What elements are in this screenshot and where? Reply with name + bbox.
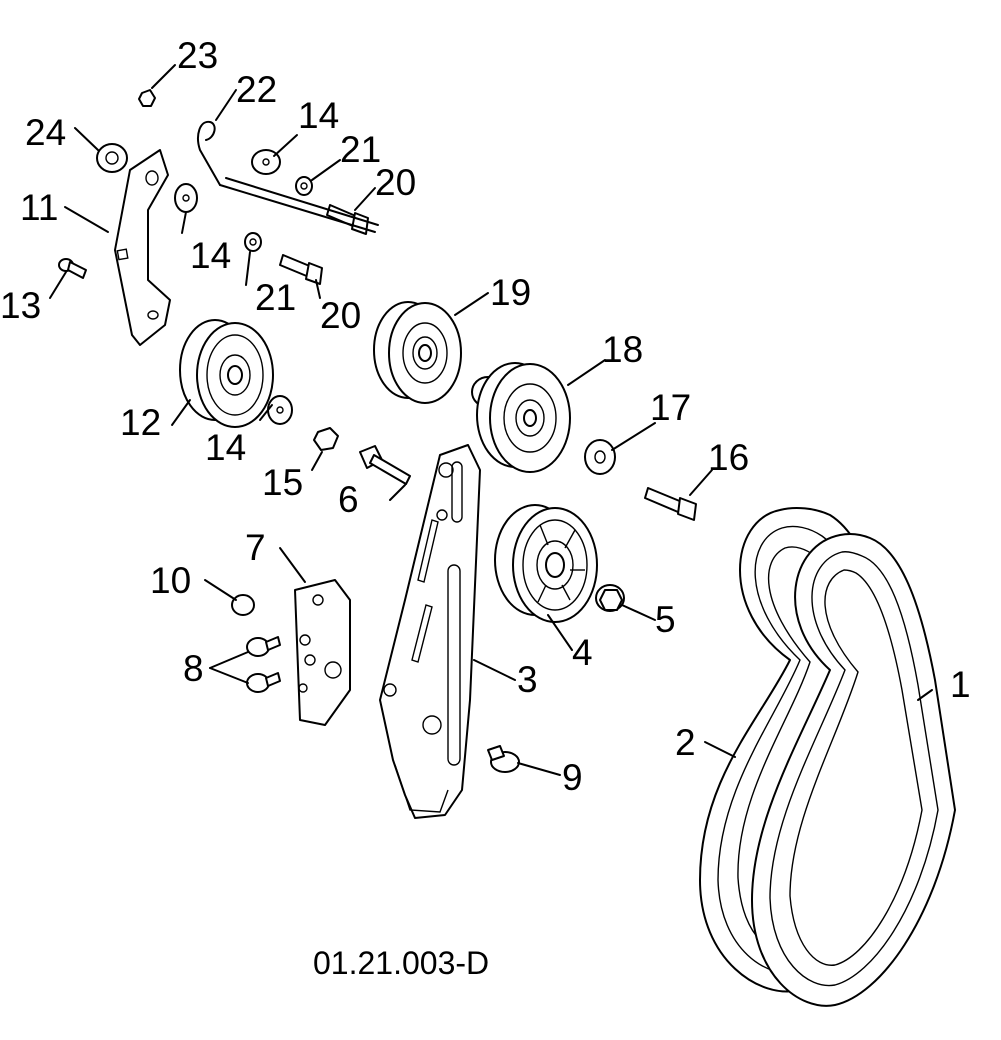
diagram-reference-code: 01.21.003-D [313, 945, 489, 981]
lockwasher-21-lower [244, 232, 262, 252]
spacer-17 [584, 439, 616, 475]
callout-23: 23 [177, 35, 218, 76]
callout-3: 3 [517, 659, 538, 700]
spring-rod-22 [197, 120, 379, 233]
idler-pulley-12 [179, 319, 274, 428]
idler-pulley-4 [494, 504, 598, 623]
nut-5 [595, 584, 625, 612]
callout-2: 2 [675, 722, 696, 763]
callout-19: 19 [490, 272, 531, 313]
callout-20-upper: 20 [375, 162, 416, 203]
washer-24 [96, 143, 128, 173]
idler-pulley-19 [373, 301, 462, 404]
callout-24: 24 [25, 112, 66, 153]
callout-16: 16 [708, 437, 749, 478]
callout-11: 11 [20, 187, 58, 228]
callout-17: 17 [650, 387, 691, 428]
callout-13: 13 [0, 285, 41, 326]
callout-7: 7 [245, 527, 266, 568]
bolt-16 [644, 487, 697, 521]
nut-23 [138, 89, 156, 107]
callout-15: 15 [262, 462, 303, 503]
callout-14-left: 14 [190, 235, 231, 276]
callout-14-lower: 14 [205, 427, 246, 468]
callout-labels: 1 2 3 4 5 6 7 8 9 10 11 12 13 14 14 14 1… [0, 35, 971, 798]
washer-14-lower [267, 395, 293, 425]
callout-5: 5 [655, 599, 676, 640]
callout-20-lower: 20 [320, 295, 361, 336]
callout-21-upper: 21 [340, 129, 381, 170]
callout-12: 12 [120, 402, 161, 443]
washer-14-left [174, 183, 198, 213]
nut-15 [313, 427, 339, 451]
idler-pulley-18 [471, 362, 571, 473]
leader-lines [49, 64, 933, 776]
screws-8 [246, 636, 281, 693]
mounting-plate [294, 579, 351, 726]
callout-9: 9 [562, 757, 583, 798]
idler-bracket [379, 444, 481, 819]
callout-21-lower: 21 [255, 277, 296, 318]
bolt-20-lower [279, 254, 323, 285]
callout-1: 1 [950, 664, 971, 705]
nut-10 [231, 594, 255, 616]
callout-6: 6 [338, 479, 359, 520]
callout-14-upper: 14 [298, 95, 339, 136]
callout-22: 22 [236, 69, 277, 110]
callout-10: 10 [150, 560, 191, 601]
callout-8: 8 [183, 648, 204, 689]
lockwasher-21-upper [295, 176, 313, 196]
arm-bracket [114, 149, 171, 346]
bolt-9 [487, 745, 520, 773]
belt-1 [751, 533, 956, 1007]
bolt-13 [58, 258, 87, 279]
bolt-6 [359, 445, 411, 485]
callout-18: 18 [602, 329, 643, 370]
callout-4: 4 [572, 632, 593, 673]
